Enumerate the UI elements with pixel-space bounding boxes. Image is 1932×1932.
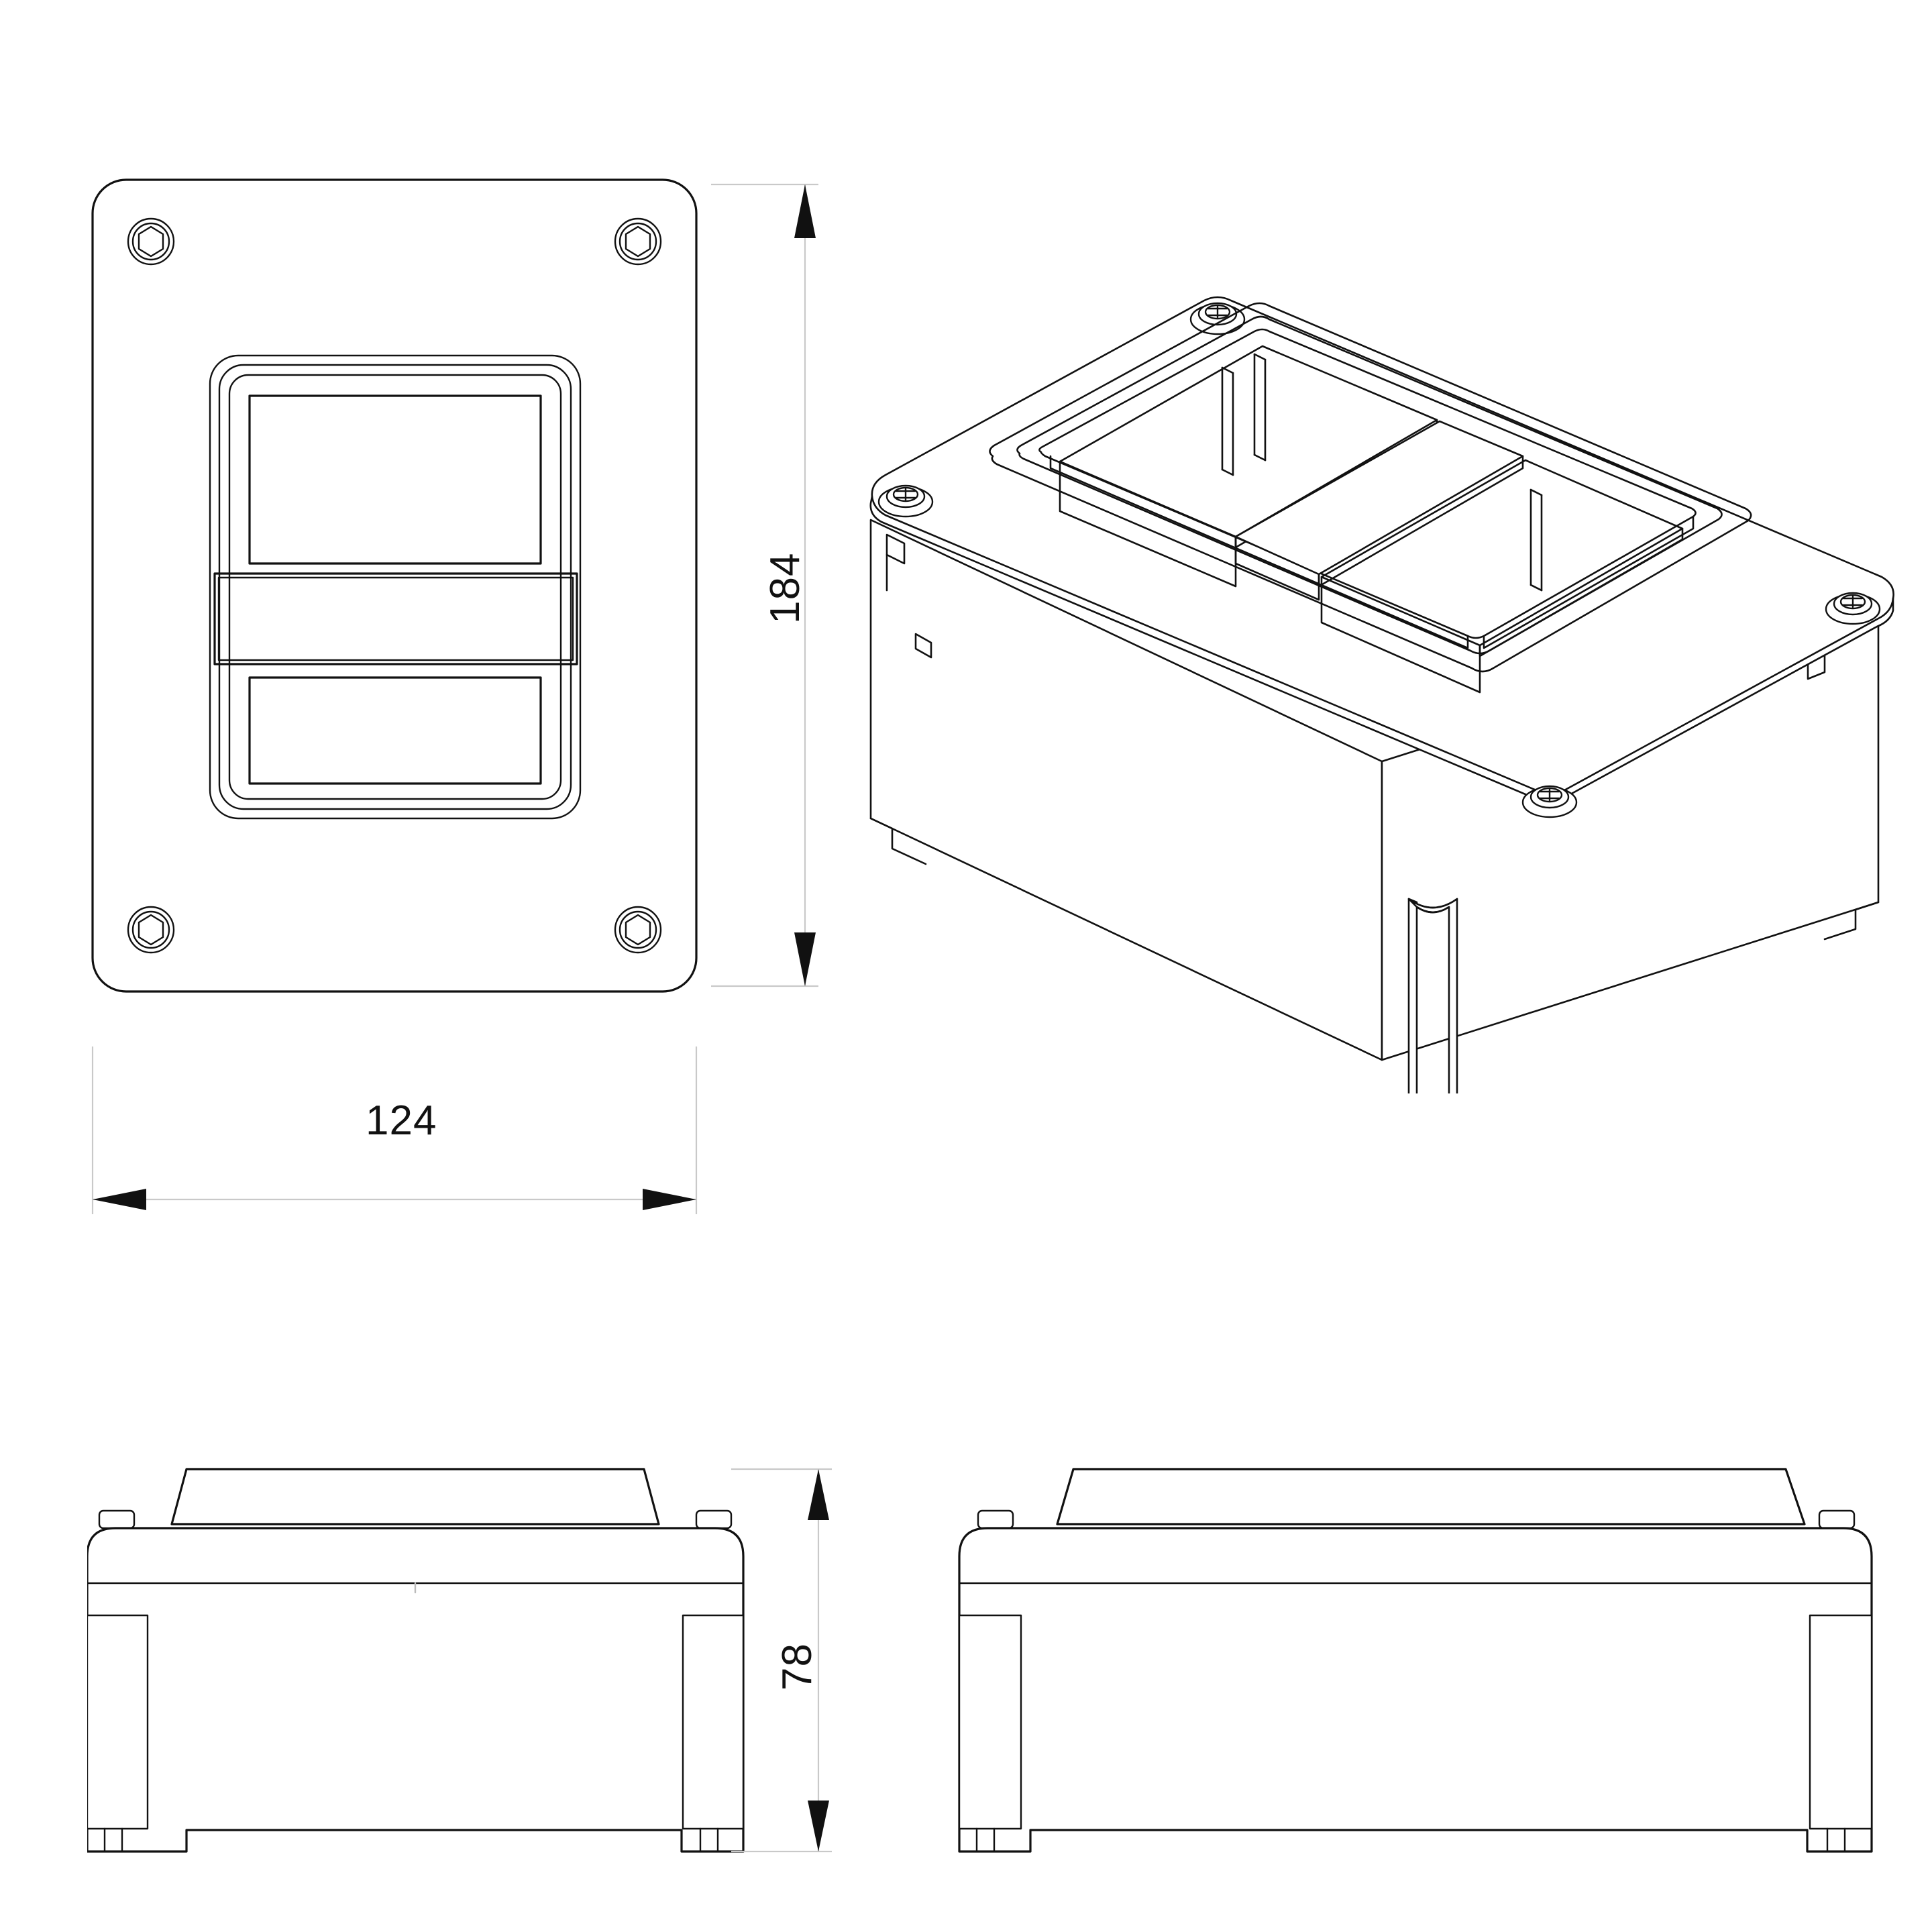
iso-screw-left xyxy=(877,484,934,518)
iso-screw-top xyxy=(1189,302,1246,335)
iso-rib-c xyxy=(1529,488,1543,592)
dimension-depth-78 xyxy=(731,1468,832,1853)
iso-rib-cap xyxy=(1221,353,1267,476)
side-r-body xyxy=(959,1528,1872,1851)
arrow-up-icon xyxy=(794,184,816,238)
side-l-lid-profile xyxy=(172,1469,659,1524)
side-r-tab-right xyxy=(1818,1509,1856,1529)
front-window-upper xyxy=(250,396,541,564)
dimension-height-184 xyxy=(711,183,818,987)
iso-rib-c-cap xyxy=(1529,488,1543,592)
side-r-foot-left xyxy=(958,1614,1022,1830)
side-l-tab-right xyxy=(695,1509,733,1529)
side-r-foot-left-split xyxy=(975,1827,996,1853)
screw-bottom-left xyxy=(127,906,175,954)
front-frame-ring-inner xyxy=(228,374,562,800)
iso-left-tab-upper xyxy=(885,533,906,565)
iso-base-notch-left xyxy=(869,817,927,865)
iso-recess-well xyxy=(1049,455,1469,649)
iso-frame-ring-inner xyxy=(1038,328,1697,639)
dimension-label-124: 124 xyxy=(366,1097,437,1144)
iso-window-lower-depth-left xyxy=(1320,576,1481,694)
front-center-band-inner xyxy=(217,576,574,661)
side-r-tab-left xyxy=(977,1509,1014,1529)
front-window-lower xyxy=(250,678,541,784)
arrow-left-icon xyxy=(93,1189,146,1210)
iso-left-tab-lower xyxy=(914,633,932,659)
iso-front-channel-rail xyxy=(1407,898,1458,1093)
side-r-foot-right-split xyxy=(1826,1827,1846,1853)
front-frame-ring-outer xyxy=(209,354,582,820)
dimension-width-124 xyxy=(91,1046,698,1214)
iso-recess-well-right xyxy=(1483,515,1695,649)
side-l-tab-left xyxy=(98,1509,136,1529)
side-l-foot-right-split xyxy=(699,1827,719,1853)
iso-window-lower-depth-right xyxy=(1479,527,1684,657)
arrow-down-icon xyxy=(808,1801,829,1851)
iso-screw-bottom xyxy=(1521,785,1578,818)
iso-rib-b xyxy=(1253,353,1267,462)
side-r-lid-profile xyxy=(1057,1469,1805,1524)
side-r-foot-right xyxy=(1809,1614,1873,1830)
iso-frame-ring-outer xyxy=(989,302,1752,673)
front-outer-plate xyxy=(93,180,696,991)
front-center-band xyxy=(215,574,577,664)
left-side-view xyxy=(87,1449,758,1919)
dimension-label-184: 184 xyxy=(762,552,808,624)
iso-frame-ring-middle xyxy=(1016,315,1723,655)
iso-rib-a xyxy=(1221,366,1234,476)
side-l-foot-left-split xyxy=(103,1827,123,1853)
iso-screw-right xyxy=(1825,592,1881,625)
screw-top-right xyxy=(614,217,662,266)
side-l-foot-left xyxy=(87,1614,149,1830)
side-l-foot-right xyxy=(682,1614,745,1830)
right-side-view xyxy=(939,1449,1878,1919)
isometric-view xyxy=(869,296,1894,1093)
screw-bottom-right xyxy=(614,906,662,954)
arrow-down-icon xyxy=(794,932,816,986)
dimension-label-78: 78 xyxy=(774,1643,820,1690)
front-view xyxy=(80,168,724,1053)
screw-top-left xyxy=(127,217,175,266)
arrow-right-icon xyxy=(643,1189,696,1210)
iso-base-notch-right xyxy=(1823,901,1880,941)
side-l-body xyxy=(87,1528,743,1851)
arrow-up-icon xyxy=(808,1469,829,1520)
